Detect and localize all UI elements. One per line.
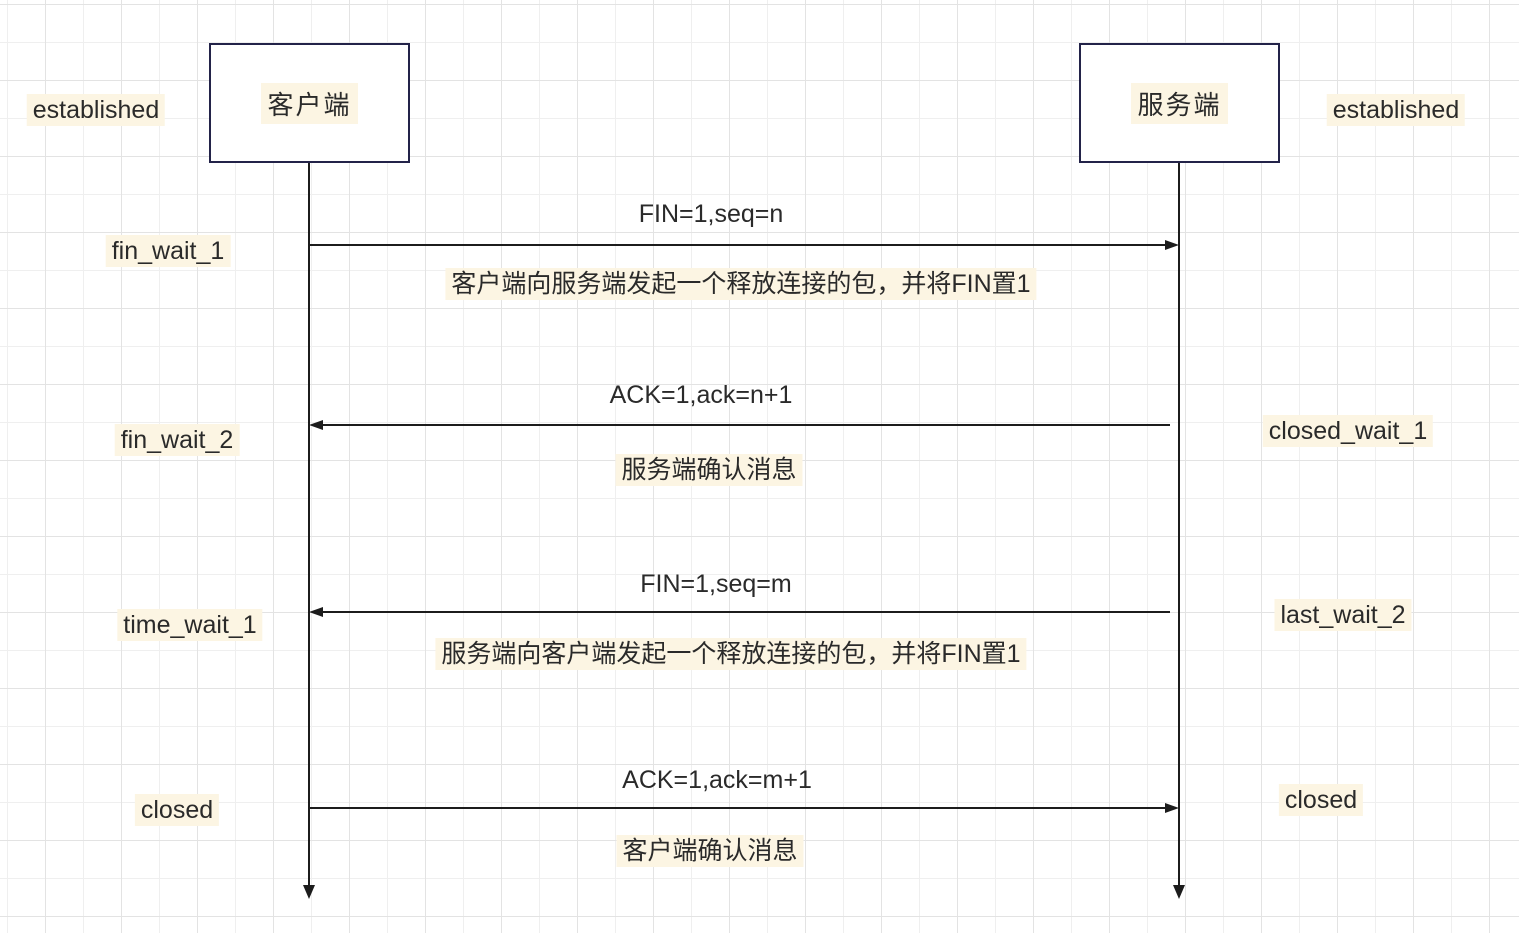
message-arrowhead-right-4-icon — [1165, 803, 1179, 813]
actor-box-server: 服务端 — [1079, 43, 1280, 163]
state-label-right-closed-wait-1: closed_wait_1 — [1262, 415, 1434, 447]
message-line-4 — [310, 807, 1166, 809]
state-label-left-fin-wait-1: fin_wait_1 — [105, 235, 231, 267]
lifeline-client — [308, 163, 310, 886]
message-description-1-text: 客户端向服务端发起一个释放连接的包，并将FIN置1 — [445, 268, 1037, 300]
message-description-1: 客户端向服务端发起一个释放连接的包，并将FIN置1 — [445, 264, 1037, 300]
message-label-fin-seq-n: FIN=1,seq=n — [638, 200, 784, 228]
message-arrowhead-left-3-icon — [309, 607, 323, 617]
state-label-right-established-text: established — [1326, 94, 1466, 126]
state-label-left-time-wait-1-text: time_wait_1 — [117, 609, 263, 641]
state-label-left-established: established — [26, 94, 166, 126]
message-label-fin-seq-m: FIN=1,seq=m — [640, 570, 792, 598]
message-description-4-text: 客户端确认消息 — [616, 835, 804, 867]
actor-box-client: 客户端 — [209, 43, 410, 163]
message-line-3 — [322, 611, 1170, 613]
state-label-left-time-wait-1: time_wait_1 — [117, 609, 263, 641]
message-arrowhead-right-1-icon — [1165, 240, 1179, 250]
message-label-ack-n1: ACK=1,ack=n+1 — [609, 381, 793, 409]
message-label-ack-m1: ACK=1,ack=m+1 — [622, 766, 812, 794]
state-label-right-closed: closed — [1278, 784, 1364, 816]
state-label-left-established-text: established — [26, 94, 166, 126]
message-description-4: 客户端确认消息 — [616, 831, 804, 867]
state-label-right-closed-wait-1-text: closed_wait_1 — [1262, 415, 1434, 447]
state-label-left-fin-wait-1-text: fin_wait_1 — [105, 235, 231, 267]
state-label-right-last-wait-2-text: last_wait_2 — [1274, 599, 1412, 631]
message-description-3-text: 服务端向客户端发起一个释放连接的包，并将FIN置1 — [435, 638, 1027, 670]
lifeline-server — [1178, 163, 1180, 886]
state-label-left-closed: closed — [134, 794, 220, 826]
lifeline-server-arrow-down-icon — [1173, 885, 1185, 899]
message-line-2 — [322, 424, 1170, 426]
message-description-2-text: 服务端确认消息 — [615, 454, 803, 486]
state-label-left-fin-wait-2-text: fin_wait_2 — [114, 424, 240, 456]
message-arrowhead-left-2-icon — [309, 420, 323, 430]
actor-label-client: 客户端 — [261, 82, 358, 124]
state-label-right-last-wait-2: last_wait_2 — [1274, 599, 1412, 631]
message-description-3: 服务端向客户端发起一个释放连接的包，并将FIN置1 — [435, 634, 1027, 670]
actor-label-server: 服务端 — [1131, 82, 1228, 124]
state-label-left-closed-text: closed — [134, 794, 220, 826]
lifeline-client-arrow-down-icon — [303, 885, 315, 899]
message-line-1 — [310, 244, 1166, 246]
message-description-2: 服务端确认消息 — [615, 450, 803, 486]
state-label-right-closed-text: closed — [1278, 784, 1364, 816]
state-label-right-established: established — [1326, 94, 1466, 126]
state-label-left-fin-wait-2: fin_wait_2 — [114, 424, 240, 456]
